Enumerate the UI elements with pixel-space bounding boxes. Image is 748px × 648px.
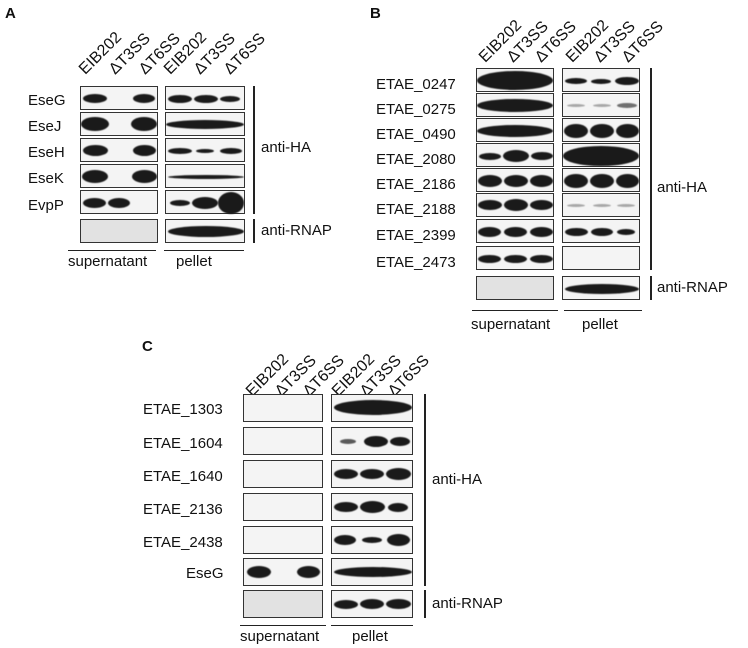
blot-c-pel-6: [331, 558, 413, 586]
line-c-sup: [240, 625, 326, 626]
blot-c-pel-rnap: [331, 590, 413, 618]
blot-b-pel-5: [562, 168, 640, 192]
line-b-sup: [472, 310, 558, 311]
blot-b-pel-1: [562, 68, 640, 92]
blot-a-pel-2: [165, 112, 245, 136]
row-label-b-3: ETAE_0490: [376, 126, 456, 143]
label-b-pellet: pellet: [582, 316, 618, 333]
bracket-a-rnap: [253, 219, 255, 243]
row-label-c-1: ETAE_1303: [143, 401, 223, 418]
blot-b-sup-6: [476, 193, 554, 217]
panel-a-letter: A: [5, 5, 16, 22]
line-a-pel: [164, 250, 244, 251]
row-label-a-1: EseG: [28, 92, 66, 109]
blot-b-sup-5: [476, 168, 554, 192]
blot-a-sup-rnap: [80, 219, 158, 243]
row-label-b-7: ETAE_2399: [376, 227, 456, 244]
row-label-c-6: EseG: [186, 565, 224, 582]
row-label-b-6: ETAE_2188: [376, 201, 456, 218]
row-label-b-5: ETAE_2186: [376, 176, 456, 193]
bracket-a-ha: [253, 86, 255, 214]
row-label-b-8: ETAE_2473: [376, 254, 456, 271]
row-label-c-5: ETAE_2438: [143, 534, 223, 551]
blot-c-sup-rnap: [243, 590, 323, 618]
blot-b-sup-4: [476, 143, 554, 167]
label-b-anti-ha: anti-HA: [657, 179, 708, 196]
blot-b-pel-6: [562, 193, 640, 217]
blot-b-sup-rnap: [476, 276, 554, 300]
blot-a-pel-3: [165, 138, 245, 162]
line-c-pel: [331, 625, 413, 626]
blot-a-sup-5: [80, 190, 158, 214]
blot-b-pel-rnap: [562, 276, 640, 300]
row-label-c-3: ETAE_1640: [143, 468, 223, 485]
blot-c-sup-4: [243, 493, 323, 521]
label-b-anti-rnap: anti-RNAP: [657, 279, 728, 296]
blot-b-pel-3: [562, 118, 640, 142]
blot-c-pel-5: [331, 526, 413, 554]
label-c-anti-rnap: anti-RNAP: [432, 595, 503, 612]
row-label-c-4: ETAE_2136: [143, 501, 223, 518]
row-label-c-2: ETAE_1604: [143, 435, 223, 452]
label-c-pellet: pellet: [352, 628, 388, 645]
blot-a-pel-4: [165, 164, 245, 188]
blot-b-sup-7: [476, 219, 554, 243]
blot-a-sup-4: [80, 164, 158, 188]
blot-b-pel-8: [562, 246, 640, 270]
label-a-supernatant: supernatant: [68, 253, 148, 270]
row-label-a-4: EseK: [28, 170, 64, 187]
row-label-b-4: ETAE_2080: [376, 151, 456, 168]
line-b-pel: [564, 310, 642, 311]
label-a-pellet: pellet: [176, 253, 212, 270]
blot-c-pel-3: [331, 460, 413, 488]
row-label-a-5: EvpP: [28, 197, 64, 214]
blot-c-sup-3: [243, 460, 323, 488]
bracket-b-ha: [650, 68, 652, 270]
row-label-b-2: ETAE_0275: [376, 101, 456, 118]
blot-b-pel-2: [562, 93, 640, 117]
label-a-anti-rnap: anti-RNAP: [261, 222, 332, 239]
bracket-c-rnap: [424, 590, 426, 618]
blot-a-sup-3: [80, 138, 158, 162]
blot-a-sup-1: [80, 86, 158, 110]
blot-c-pel-4: [331, 493, 413, 521]
bracket-c-ha: [424, 394, 426, 586]
blot-b-sup-3: [476, 118, 554, 142]
blot-a-pel-1: [165, 86, 245, 110]
blot-a-pel-5: [165, 190, 245, 214]
blot-c-sup-6: [243, 558, 323, 586]
row-label-a-3: EseH: [28, 144, 65, 161]
blot-c-sup-5: [243, 526, 323, 554]
line-a-sup: [68, 250, 156, 251]
blot-b-pel-7: [562, 219, 640, 243]
row-label-a-2: EseJ: [28, 118, 62, 135]
blot-c-sup-1: [243, 394, 323, 422]
blot-b-sup-1: [476, 68, 554, 92]
blot-a-sup-2: [80, 112, 158, 136]
label-c-supernatant: supernatant: [240, 628, 320, 645]
bracket-b-rnap: [650, 276, 652, 300]
blot-c-pel-2: [331, 427, 413, 455]
blot-b-sup-2: [476, 93, 554, 117]
blot-a-pel-rnap: [165, 219, 245, 243]
blot-b-pel-4: [562, 143, 640, 167]
row-label-b-1: ETAE_0247: [376, 76, 456, 93]
panel-b-letter: B: [370, 5, 381, 22]
blot-c-pel-1: [331, 394, 413, 422]
label-a-anti-ha: anti-HA: [261, 139, 312, 156]
blot-c-sup-2: [243, 427, 323, 455]
label-b-supernatant: supernatant: [471, 316, 551, 333]
panel-c-letter: C: [142, 338, 153, 355]
blot-b-sup-8: [476, 246, 554, 270]
label-c-anti-ha: anti-HA: [432, 471, 483, 488]
